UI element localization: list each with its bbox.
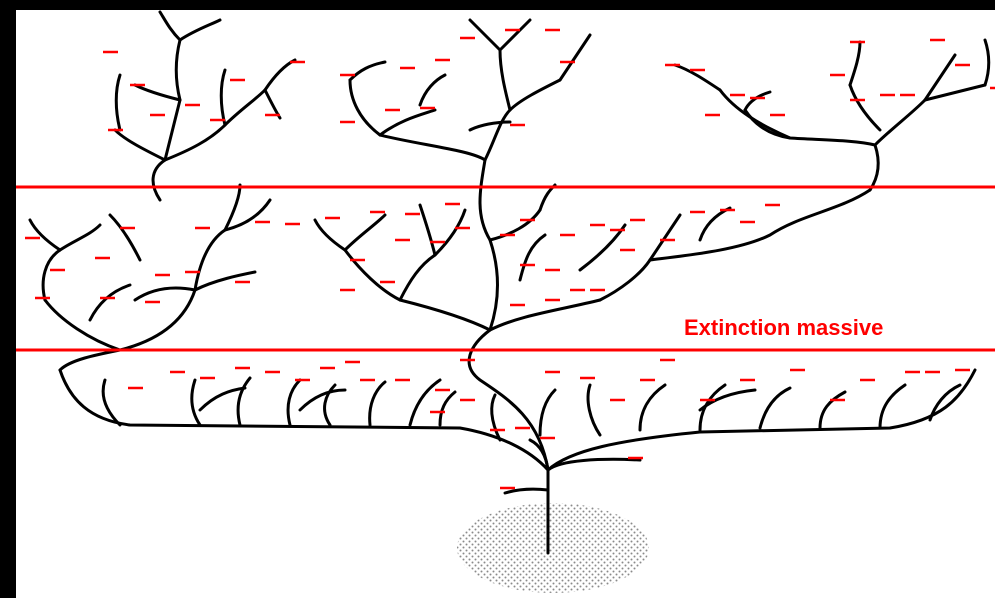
- species-tip-markers: [25, 28, 995, 490]
- root-origin-ellipse: [457, 503, 649, 593]
- branch-lines: [28, 10, 991, 555]
- extinction-label: Extinction massive: [684, 315, 883, 340]
